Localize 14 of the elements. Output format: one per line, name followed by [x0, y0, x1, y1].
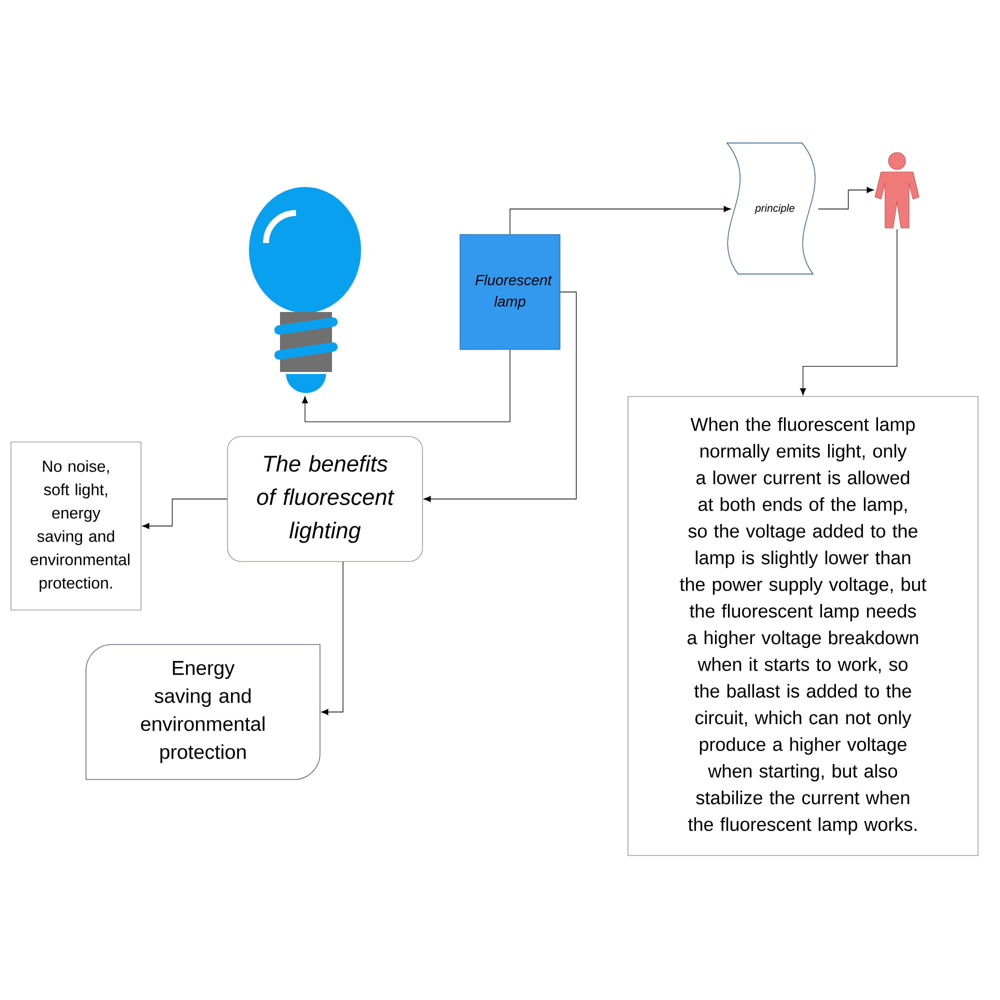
text-box: No noise, soft light, energy saving and environmental protection.: [10, 442, 142, 610]
arrow: [424, 292, 577, 502]
bulb-drawing: [249, 187, 361, 393]
arrow: [800, 228, 898, 396]
arrow: [818, 186, 874, 210]
arrow: [321, 561, 344, 716]
arrow: [302, 349, 510, 422]
rounded-box: The benefits of fluorescent lighting: [227, 436, 423, 562]
arrow: [142, 498, 228, 530]
person-figure: [874, 152, 920, 228]
text-box: When the fluorescent lamp normally emits light, only a lower current is allowed at both ends of the lamp, so the voltage added to the lamp is slightly lower than the power supply voltage, but the fluorescent lamp needs a higher voltage breakdown when it starts to work, so the ballast is added to the circuit, which can not only produce a higher voltage when starting, but also stabilize the current when the fluorescent lamp works.: [628, 396, 978, 856]
arrow: [510, 206, 731, 235]
lamp-box: Fluorescent lamp: [460, 234, 560, 350]
note-box: Energy saving and environmental protection: [86, 644, 320, 780]
